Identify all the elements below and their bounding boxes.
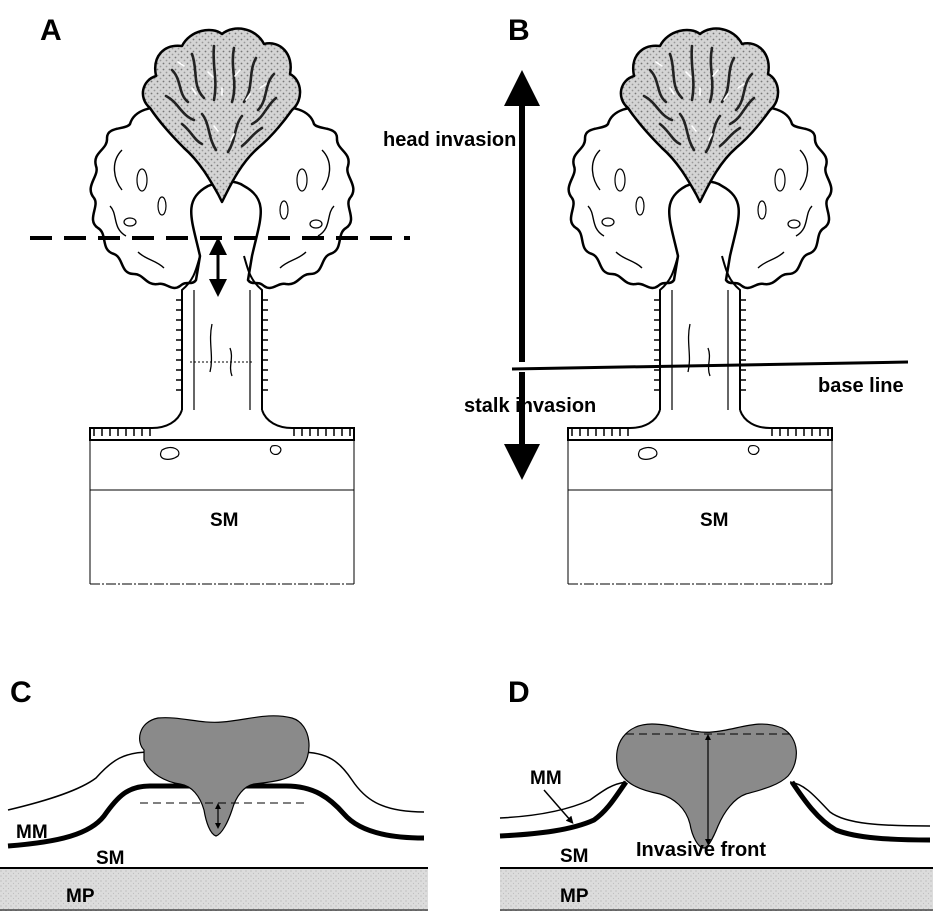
stalk-invasion-label: stalk invasion	[464, 395, 596, 417]
panel-d-mp-label: MP	[560, 886, 589, 907]
panel-c-mp-label: MP	[66, 886, 95, 907]
panel-a-label: A	[40, 14, 62, 47]
panel-b-polyp	[568, 29, 832, 584]
panel-b-label: B	[508, 14, 530, 47]
panel-d-label: D	[508, 676, 530, 709]
panel-d-sm-label: SM	[560, 846, 589, 867]
base-line	[512, 362, 908, 369]
panel-c-sm-label: SM	[96, 848, 125, 869]
panel-c-mm-label: MM	[16, 822, 48, 843]
panel-c-label: C	[10, 676, 32, 709]
panel-d-mm-label: MM	[530, 768, 562, 789]
head-invasion-label: head invasion	[383, 129, 516, 151]
panel-b-sm-label: SM	[700, 510, 729, 531]
invasive-front-label: Invasive front	[636, 839, 766, 861]
panel-a-sm-label: SM	[210, 510, 239, 531]
base-line-label: base line	[818, 375, 904, 397]
panel-c-mp-layer	[0, 868, 428, 911]
panel-c-tumor	[140, 716, 309, 836]
panel-d-tumor	[617, 724, 797, 848]
panel-d-mm-pointer	[544, 790, 571, 821]
panel-a-polyp	[90, 29, 354, 584]
